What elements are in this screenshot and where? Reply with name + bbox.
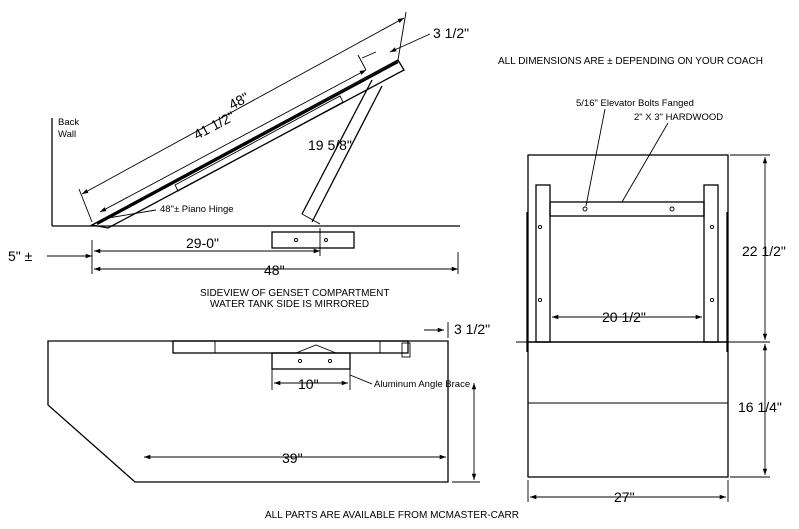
hardwood-label: 2" X 3" HARDWOOD	[634, 112, 723, 123]
note-dimensions: ALL DIMENSIONS ARE ± DEPENDING ON YOUR C…	[498, 56, 763, 67]
dim-48-lid-ext1	[78, 188, 93, 223]
crossbar-bolt	[669, 206, 675, 212]
dim-41-text: 41 1/2"	[191, 108, 237, 143]
dim-29-text: 29-0"	[186, 235, 219, 251]
hardwood-crossbar	[549, 201, 705, 217]
dim-16-text: 16 1/4"	[738, 399, 782, 415]
back-wall-label-2: Wall	[58, 129, 76, 140]
dim-19-text: 19 5/8"	[308, 137, 352, 153]
piano-hinge-leader	[107, 209, 157, 219]
back-wall-label: Back	[58, 117, 79, 128]
dim-3-half-top	[389, 33, 431, 53]
dim-10-text: 10"	[298, 376, 319, 392]
lower-view: 3 1/2" Aluminum Angle Brace 10" 39"	[47, 321, 490, 483]
dim-48-base-text: 48"	[264, 262, 285, 278]
dim-3-half-lower-text: 3 1/2"	[454, 321, 490, 337]
brace-bolt	[297, 358, 303, 364]
angle-brace-peak	[295, 344, 337, 354]
gas-strut-body	[311, 85, 383, 223]
dim-39-text: 39"	[282, 450, 303, 466]
strut-mount	[301, 213, 321, 225]
brace-leader	[349, 374, 373, 385]
dim-3-half-top-text: 3 1/2"	[433, 25, 469, 41]
lower-compartment-outline	[47, 340, 449, 483]
right-strut-pivot	[709, 224, 715, 230]
right-lower-pivot	[709, 297, 715, 303]
gas-strut	[301, 79, 373, 215]
dim-22-text: 22 1/2"	[742, 243, 786, 259]
bolts-leader	[585, 108, 606, 207]
dim-41-ext	[357, 54, 367, 71]
note-side-view-title: SIDEVIEW OF GENSET COMPARTMENT	[200, 288, 389, 299]
dim-41-line	[99, 69, 367, 213]
dim-27-text: 27"	[614, 489, 635, 505]
left-strut-pivot	[537, 224, 543, 230]
left-upright	[535, 184, 551, 343]
right-upright	[703, 184, 719, 343]
piano-hinge-label: 48"± Piano Hinge	[160, 204, 234, 215]
note-side-view-subtitle: WATER TANK SIDE IS MIRRORED	[210, 299, 369, 310]
brace-bolt	[327, 358, 333, 364]
angle-brace	[271, 352, 351, 370]
side-view: Back Wall 48" 41 1/2" 3 1/2" 19 5/8" 48"…	[8, 11, 469, 278]
note-parts-source: ALL PARTS ARE AVAILABLE FROM MCMASTER-CA…	[265, 510, 519, 521]
dim-3-half-top-ext	[361, 51, 377, 59]
hardwood-leader	[621, 122, 669, 203]
bolts-label: 5/16" Elevator Bolts Fanged	[576, 98, 694, 109]
crossbar-bolt	[582, 206, 588, 212]
floor-bracket-bolt	[294, 238, 298, 242]
floor-bracket-bolt	[324, 238, 328, 242]
dim-20-text: 20 1/2"	[602, 309, 646, 325]
brace-label: Aluminum Angle Brace	[374, 379, 470, 390]
lower-lid-strip	[172, 340, 409, 354]
floor-bracket	[271, 231, 355, 249]
front-view: 5/16" Elevator Bolts Fanged 2" X 3" HARD…	[516, 98, 786, 505]
left-lower-pivot	[537, 297, 543, 303]
lid-hinge-block	[401, 342, 411, 358]
dim-5-text: 5" ±	[8, 248, 33, 264]
front-lower-box	[527, 341, 729, 478]
dim-48-lid-ext2	[397, 11, 407, 61]
